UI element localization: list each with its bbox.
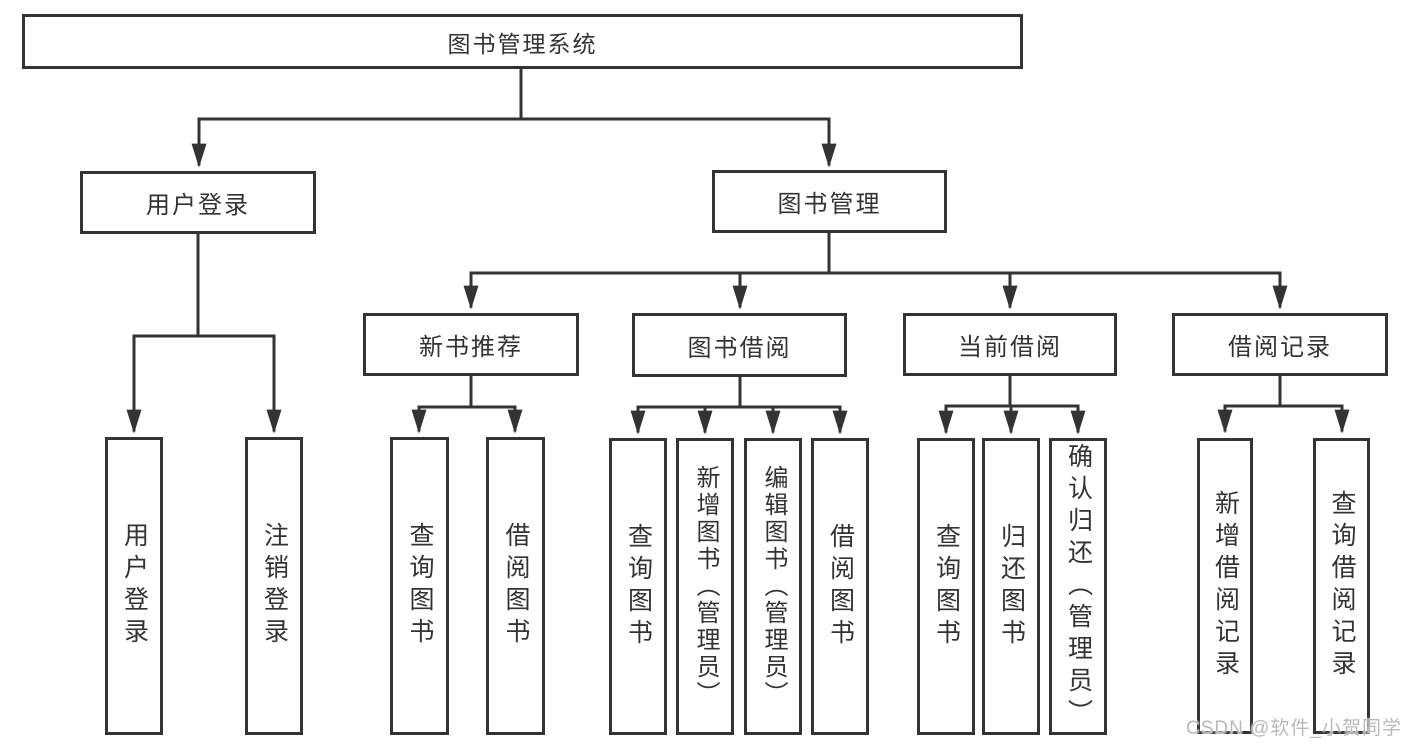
leaf-label: 编辑图书（管理员）	[760, 465, 787, 708]
connector-user-login-to-leaves	[126, 232, 282, 434]
leaf-label: 借阅图书	[826, 522, 855, 651]
node-label: 用户登录	[146, 192, 250, 219]
node-book-management: 图书管理	[712, 170, 947, 233]
leaf-nbr-query-books: 查询图书	[390, 437, 449, 735]
leaf-logout-login: 注销登录	[245, 437, 303, 735]
node-new-book-recommend: 新书推荐	[363, 313, 579, 376]
connector-current-borrow-to-leaves	[938, 374, 1086, 435]
leaf-label: 查询图书	[624, 522, 653, 651]
leaf-cb-confirm-return-admin: 确认归还（管理员）	[1049, 438, 1107, 735]
leaf-label: 注销登录	[260, 522, 289, 650]
node-current-borrow: 当前借阅	[903, 313, 1117, 376]
leaf-bb-query-books: 查询图书	[609, 438, 667, 735]
leaf-nbr-borrow-books: 借阅图书	[486, 437, 545, 735]
leaf-user-login: 用户登录	[105, 437, 163, 735]
node-label: 图书管理系统	[447, 30, 598, 57]
leaf-label: 归还图书	[997, 522, 1026, 651]
connector-book-management-to-level3	[463, 231, 1288, 310]
leaf-br-query-record: 查询借阅记录	[1313, 438, 1370, 734]
node-label: 图书借阅	[687, 334, 792, 362]
leaf-label: 新增借阅记录	[1211, 490, 1240, 682]
watermark: CSDN @软件_小贺同学	[1186, 718, 1402, 739]
node-label: 新书推荐	[419, 334, 523, 361]
leaf-bb-borrow-books: 借阅图书	[811, 438, 869, 735]
leaf-label: 查询图书	[406, 522, 434, 650]
leaf-label: 查询借阅记录	[1328, 490, 1356, 682]
connector-new-book-recommend-to-leaves	[411, 374, 523, 434]
leaf-bb-add-books-admin: 新增图书（管理员）	[676, 438, 734, 735]
leaf-label: 借阅图书	[502, 522, 530, 650]
node-book-borrow: 图书借阅	[632, 313, 847, 377]
leaf-cb-query-books: 查询图书	[917, 438, 975, 735]
leaf-bb-edit-books-admin: 编辑图书（管理员）	[744, 438, 802, 735]
leaf-label: 用户登录	[120, 522, 149, 650]
leaf-br-add-record: 新增借阅记录	[1197, 438, 1253, 734]
connector-book-borrow-to-leaves	[630, 375, 848, 435]
leaf-label: 确认归还（管理员）	[1064, 442, 1093, 731]
node-root: 图书管理系统	[22, 14, 1023, 69]
connector-borrow-records-to-leaves	[1217, 374, 1350, 434]
node-label: 当前借阅	[958, 334, 1062, 361]
leaf-cb-return-books: 归还图书	[982, 438, 1040, 735]
node-label: 借阅记录	[1228, 334, 1332, 361]
leaf-label: 查询图书	[932, 522, 961, 651]
leaf-label: 新增图书（管理员）	[692, 465, 719, 708]
node-borrow-records: 借阅记录	[1172, 313, 1388, 376]
node-user-login: 用户登录	[80, 171, 316, 234]
connector-root-to-level2	[191, 66, 837, 168]
node-label: 图书管理	[777, 191, 882, 218]
